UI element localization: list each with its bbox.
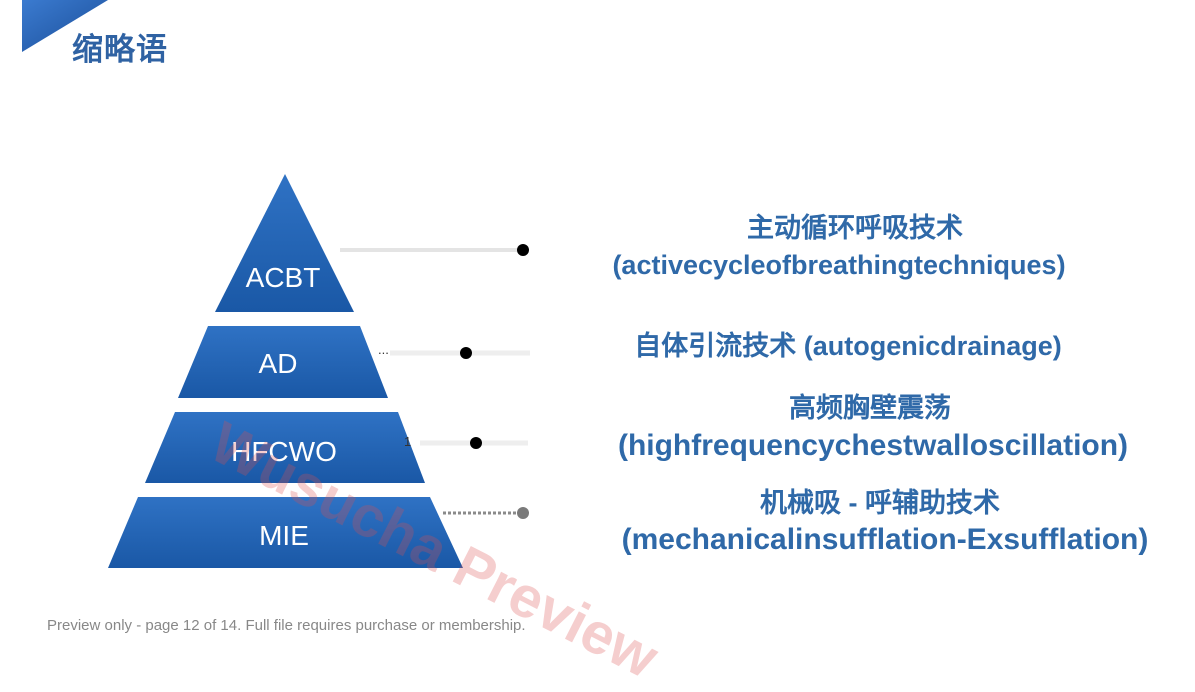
stray-number: 1	[404, 434, 412, 449]
desc-mie-en: (mechanicalinsufflation-Exsufflation)	[621, 523, 1149, 556]
connector-dot-hfcwo	[470, 437, 482, 449]
desc-ad: 自体引流技术 (autogenicdrainage)	[634, 331, 1062, 361]
desc-acbt-cn: 主动循环呼吸技术	[747, 213, 963, 243]
tier-label-mie: MIE	[259, 520, 309, 551]
desc-hfcwo-cn: 高频胸壁震荡	[789, 393, 951, 423]
connector-dot-mie	[517, 507, 529, 519]
pyramid-tier-mie	[108, 497, 463, 568]
connector-dot-ad	[460, 347, 472, 359]
corner-decoration	[22, 0, 108, 52]
pyramid-tier-acbt	[215, 174, 354, 312]
desc-mie-cn: 机械吸 - 呼辅助技术	[760, 488, 1000, 518]
tier-label-hfcwo: HFCWO	[231, 436, 337, 467]
footer-note: Preview only - page 12 of 14. Full file …	[47, 617, 526, 634]
pyramid-tier-hfcwo	[145, 412, 425, 483]
connector-dot-acbt	[517, 244, 529, 256]
page-title: 缩略语	[72, 32, 168, 68]
desc-hfcwo-en: (highfrequencychestwalloscillation)	[617, 429, 1129, 462]
tier-label-acbt: ACBT	[245, 262, 321, 293]
desc-acbt-en: (activecycleofbreathingtechniques)	[612, 250, 1066, 280]
tier-label-ad: AD	[258, 348, 298, 379]
pyramid-tier-ad	[178, 326, 388, 398]
pyramid-diagram	[108, 174, 530, 568]
stray-dots: ...	[378, 342, 389, 357]
